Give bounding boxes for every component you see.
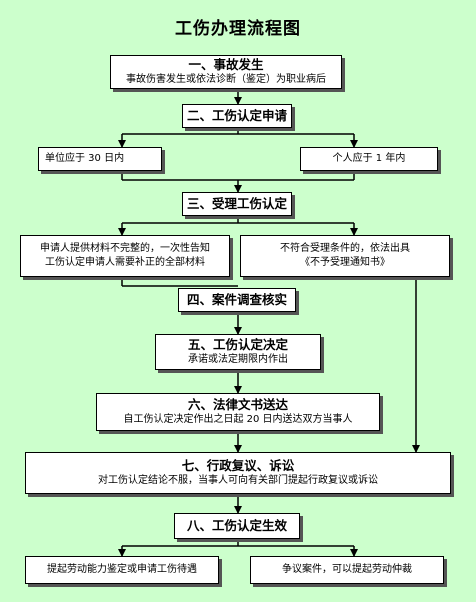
- step-1-text: 事故伤害发生或依法诊断（鉴定）为职业病后: [126, 74, 326, 85]
- step-4-box: 四、案件调查核实: [178, 288, 296, 312]
- step-8a-text: 提起劳动能力鉴定或申请工伤待遇: [47, 564, 197, 575]
- step-3-box: 三、受理工伤认定: [182, 192, 292, 216]
- step-8b-text: 争议案件，可以提起劳动仲裁: [282, 564, 412, 575]
- step-8-heading: 八、工伤认定生效: [186, 518, 287, 533]
- step-5-heading: 五、工伤认定决定: [187, 337, 288, 352]
- step-7-heading: 七、行政复议、诉讼: [181, 458, 295, 473]
- step-8b-box: 争议案件，可以提起劳动仲裁: [250, 556, 444, 584]
- step-5-text: 承诺或法定期限内作出: [188, 354, 288, 365]
- step-4-heading: 四、案件调查核实: [186, 292, 287, 307]
- step-2a-text: 单位应于 30 日内: [45, 153, 125, 164]
- step-3b-line1: 不符合受理条件的，依法出具: [280, 243, 410, 254]
- step-3-heading: 三、受理工伤认定: [186, 196, 287, 211]
- step-3b-box: 不符合受理条件的，依法出具 《不予受理通知书》: [240, 235, 450, 277]
- step-3b-line2: 《不予受理通知书》: [300, 257, 390, 268]
- step-2-heading: 二、工伤认定申请: [186, 108, 287, 123]
- step-3a-box: 申请人提供材料不完整的，一次性告知 工伤认定申请人需要补正的全部材料: [20, 235, 230, 277]
- step-7-box: 七、行政复议、诉讼 对工伤认定结论不服，当事人可向有关部门提起行政复议或诉讼: [25, 452, 451, 494]
- step-6-heading: 六、法律文书送达: [187, 397, 288, 412]
- step-3a-line1: 申请人提供材料不完整的，一次性告知: [40, 243, 210, 254]
- step-6-text: 自工伤认定决定作出之日起 20 日内送达双方当事人: [123, 414, 353, 425]
- step-7-text: 对工伤认定结论不服，当事人可向有关部门提起行政复议或诉讼: [98, 475, 378, 486]
- step-8a-box: 提起劳动能力鉴定或申请工伤待遇: [25, 556, 219, 584]
- step-2-box: 二、工伤认定申请: [182, 104, 292, 128]
- flowchart-title: 工伤办理流程图: [175, 19, 301, 39]
- step-8-box: 八、工伤认定生效: [174, 513, 300, 539]
- step-2b-text: 个人应于 1 年内: [332, 153, 406, 164]
- step-3a-line2: 工伤认定申请人需要补正的全部材料: [45, 257, 205, 268]
- step-5-box: 五、工伤认定决定 承诺或法定期限内作出: [155, 334, 321, 370]
- step-1-heading: 一、事故发生: [188, 57, 264, 72]
- step-6-box: 六、法律文书送达 自工伤认定决定作出之日起 20 日内送达双方当事人: [96, 393, 380, 431]
- step-2b-box: 个人应于 1 年内: [300, 147, 438, 171]
- step-2a-box: 单位应于 30 日内: [38, 147, 162, 171]
- step-1-box: 一、事故发生 事故伤害发生或依法诊断（鉴定）为职业病后: [110, 55, 342, 89]
